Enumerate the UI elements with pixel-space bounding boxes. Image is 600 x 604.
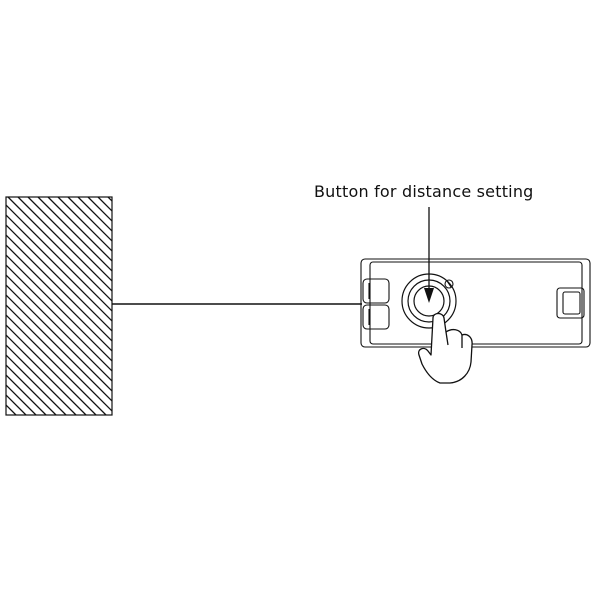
hatch-line xyxy=(218,197,436,415)
hatch-line xyxy=(178,197,396,415)
pointing-hand-icon xyxy=(418,312,473,384)
hatch-line xyxy=(318,197,536,415)
distance-sensor-housing xyxy=(360,258,591,348)
hatch-line xyxy=(278,197,496,415)
hatch-line xyxy=(77,197,112,232)
hatch-line xyxy=(6,224,112,332)
hatch-line xyxy=(97,197,112,212)
hatch-line xyxy=(238,197,456,415)
hatch-line xyxy=(6,364,57,415)
callout-arrow xyxy=(424,207,434,303)
hatch-line xyxy=(6,264,112,372)
hatch-line xyxy=(6,314,107,415)
hatch-line xyxy=(17,197,112,292)
hatch-line xyxy=(308,197,526,415)
hatch-line xyxy=(118,197,336,415)
hatch-line xyxy=(168,197,386,415)
hatch-line xyxy=(6,354,67,415)
hatch-line xyxy=(138,197,356,415)
hatch-line xyxy=(6,374,47,415)
hatch-line xyxy=(188,197,406,415)
hatch-line xyxy=(27,197,112,282)
hatch-line xyxy=(6,344,77,415)
hatch-line xyxy=(6,244,112,352)
hatch-line xyxy=(57,197,112,252)
hatch-line xyxy=(148,197,366,415)
hatch-line xyxy=(6,214,112,322)
hatched-wall xyxy=(5,196,536,416)
hatch-line xyxy=(7,197,112,302)
hatch-line xyxy=(47,197,112,262)
hatch-line xyxy=(228,197,446,415)
callout-label: Button for distance setting xyxy=(314,182,534,201)
hatch-line xyxy=(248,197,466,415)
hatch-line xyxy=(87,197,112,222)
hatch-line xyxy=(288,197,506,415)
hatch-line xyxy=(208,197,426,415)
hatch-line xyxy=(37,197,112,272)
hatch-line xyxy=(6,304,112,412)
hatch-line xyxy=(107,197,112,202)
hatch-line xyxy=(128,197,346,415)
hatch-line xyxy=(6,254,112,362)
hatch-line xyxy=(6,284,112,392)
hatch-line xyxy=(6,414,7,415)
hatch-line xyxy=(298,197,516,415)
hatch-line xyxy=(6,204,112,312)
hatch-line xyxy=(6,324,97,415)
hatch-line xyxy=(6,274,112,382)
hatch-line xyxy=(158,197,376,415)
hatch-line xyxy=(67,197,112,242)
hatch-line xyxy=(6,334,87,415)
hatch-line xyxy=(6,294,112,402)
hatch-line xyxy=(6,234,112,342)
hatch-line xyxy=(198,197,416,415)
